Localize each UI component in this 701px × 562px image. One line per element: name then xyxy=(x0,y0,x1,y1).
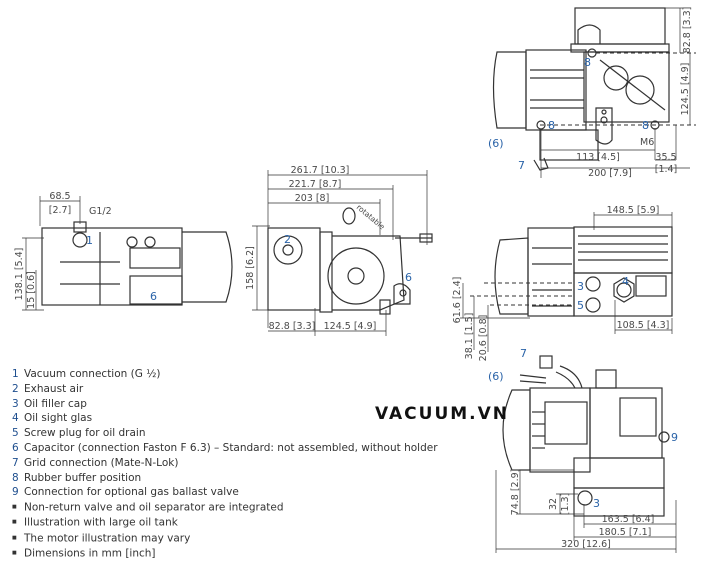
watermark: VACUUM.VN xyxy=(375,404,510,424)
callout-3-bottom: 3 xyxy=(593,497,600,510)
dim-top-5: [1.4] xyxy=(655,164,678,175)
dim-bottom-1: 74.8 [2.9] xyxy=(510,469,521,516)
callout-8a: 8 xyxy=(584,56,591,69)
legend-note-text: The motor illustration may vary xyxy=(24,531,191,544)
legend-number: 9 xyxy=(12,486,19,499)
legend-number: 5 xyxy=(12,427,19,440)
dim-side-5: 108.5 [4.3] xyxy=(617,320,670,331)
bullet-icon: ■ xyxy=(12,504,17,511)
callout-5: 5 xyxy=(577,299,584,312)
legend-number: 6 xyxy=(12,441,19,454)
legend-note: ■ Non-return valve and oil separator are … xyxy=(12,500,438,515)
legend-text: Oil filler cap xyxy=(24,397,87,410)
dim-left-2: [2.7] xyxy=(49,205,72,216)
legend-item: 7 Grid connection (Mate-N-Lok) xyxy=(12,456,438,471)
dim-top-6: 200 [7.9] xyxy=(588,168,632,179)
bullet-icon: ■ xyxy=(12,519,17,526)
legend-number: 1 xyxy=(12,368,19,380)
legend-item: 3 Oil filler cap xyxy=(12,397,438,412)
callout-6-left: 6 xyxy=(150,290,157,303)
dim-top-2: 124.5 [4.9] xyxy=(680,63,691,116)
legend-text: Connection for optional gas ballast valv… xyxy=(24,486,239,499)
legend-item: 2 Exhaust air xyxy=(12,382,438,397)
dim-front-6: 124.5 [4.9] xyxy=(324,321,377,332)
callout-4: 4 xyxy=(622,275,629,288)
callout-6-bottom: (6) xyxy=(488,370,504,383)
dim-side-2: 61.6 [2.4] xyxy=(452,277,463,324)
dim-left-4: 15 [0.6] xyxy=(26,271,37,309)
legend-note-text: Dimensions in mm [inch] xyxy=(24,547,156,560)
legend-note-text: Illustration with large oil tank xyxy=(24,516,178,529)
callout-9: 9 xyxy=(671,431,678,444)
dim-front-2: 221.7 [8.7] xyxy=(289,179,342,190)
dim-bottom-6: 320 [12.6] xyxy=(561,539,611,550)
dim-bottom-2: 32 xyxy=(548,498,559,510)
legend-text: Oil sight glas xyxy=(24,412,93,425)
legend-number: 4 xyxy=(12,412,19,425)
label-m6: M6 xyxy=(640,137,654,148)
dim-side-3: 38.1 [1.5] xyxy=(464,313,475,360)
legend-text: Exhaust air xyxy=(24,382,84,395)
label-rotatable: rotatable xyxy=(355,203,387,232)
legend-note: ■ Illustration with large oil tank xyxy=(12,515,438,530)
dim-bottom-4: 163.5 [6.4] xyxy=(602,514,655,525)
legend-number: 2 xyxy=(12,382,19,395)
legend-note: ■ The motor illustration may vary xyxy=(12,531,438,546)
legend-number: 7 xyxy=(12,456,19,469)
dim-bottom-3: [1.3] xyxy=(560,493,571,516)
legend-text: Grid connection (Mate-N-Lok) xyxy=(24,456,179,469)
dim-top-1: 82.8 [3.3] xyxy=(682,7,693,54)
callout-2: 2 xyxy=(284,233,291,246)
dim-top-3: 113 [4.5] xyxy=(576,152,620,163)
left-view-drawing xyxy=(41,221,233,306)
dim-front-1: 261.7 [10.3] xyxy=(291,165,350,176)
legend-note: ■ Dimensions in mm [inch] xyxy=(12,546,438,561)
callout-3-side: 3 xyxy=(577,280,584,293)
legend-text: Rubber buffer position xyxy=(24,471,142,484)
dim-front-4: 158 [6.2] xyxy=(245,246,256,290)
dim-side-4: 20.6 [0.8] xyxy=(478,315,489,362)
bottom-view-drawing xyxy=(502,355,670,517)
dim-bottom-5: 180.5 [7.1] xyxy=(599,527,652,538)
legend-text: Screw plug for oil drain xyxy=(24,427,146,440)
label-g12: G1/2 xyxy=(89,206,112,217)
legend-item: 1 Vacuum connection (G ½) xyxy=(12,367,438,382)
dim-left-1: 68.5 xyxy=(49,191,70,202)
legend-number: 3 xyxy=(12,397,19,410)
bullet-icon: ■ xyxy=(12,549,17,556)
callout-1: 1 xyxy=(86,234,93,247)
legend-number: 8 xyxy=(12,471,19,484)
callout-7-bottom: 7 xyxy=(520,347,527,360)
dim-left-3: 138.1 [5.4] xyxy=(14,248,25,301)
legend-text: Vacuum connection (G ½) xyxy=(24,368,161,380)
dim-front-3: 203 [8] xyxy=(295,193,330,204)
top-view-drawing xyxy=(492,7,670,171)
dim-front-5: 82.8 [3.3] xyxy=(269,321,316,332)
legend-note-text: Non-return valve and oil separator are i… xyxy=(24,501,284,514)
callout-8c: 8 xyxy=(642,119,649,132)
legend-item: 4 Oil sight glas xyxy=(12,411,438,426)
legend-item: 5 Screw plug for oil drain xyxy=(12,426,438,441)
legend-item: 8 Rubber buffer position xyxy=(12,471,438,486)
bullet-icon: ■ xyxy=(12,534,17,541)
dim-side-1: 148.5 [5.9] xyxy=(607,205,660,216)
legend-item: 6 Capacitor (connection Faston F 6.3) – S… xyxy=(12,441,438,456)
front-view-drawing xyxy=(267,207,433,315)
callout-6-top: (6) xyxy=(488,137,504,150)
legend-text: Capacitor (connection Faston F 6.3) – St… xyxy=(24,441,438,454)
callout-6-front: 6 xyxy=(405,271,412,284)
dim-top-4: 35.5 xyxy=(655,152,676,163)
callout-8b: 8 xyxy=(548,119,555,132)
callout-7-top: 7 xyxy=(518,159,525,172)
side-view-drawing xyxy=(494,226,673,317)
legend-item: 9 Connection for optional gas ballast val… xyxy=(12,485,438,500)
